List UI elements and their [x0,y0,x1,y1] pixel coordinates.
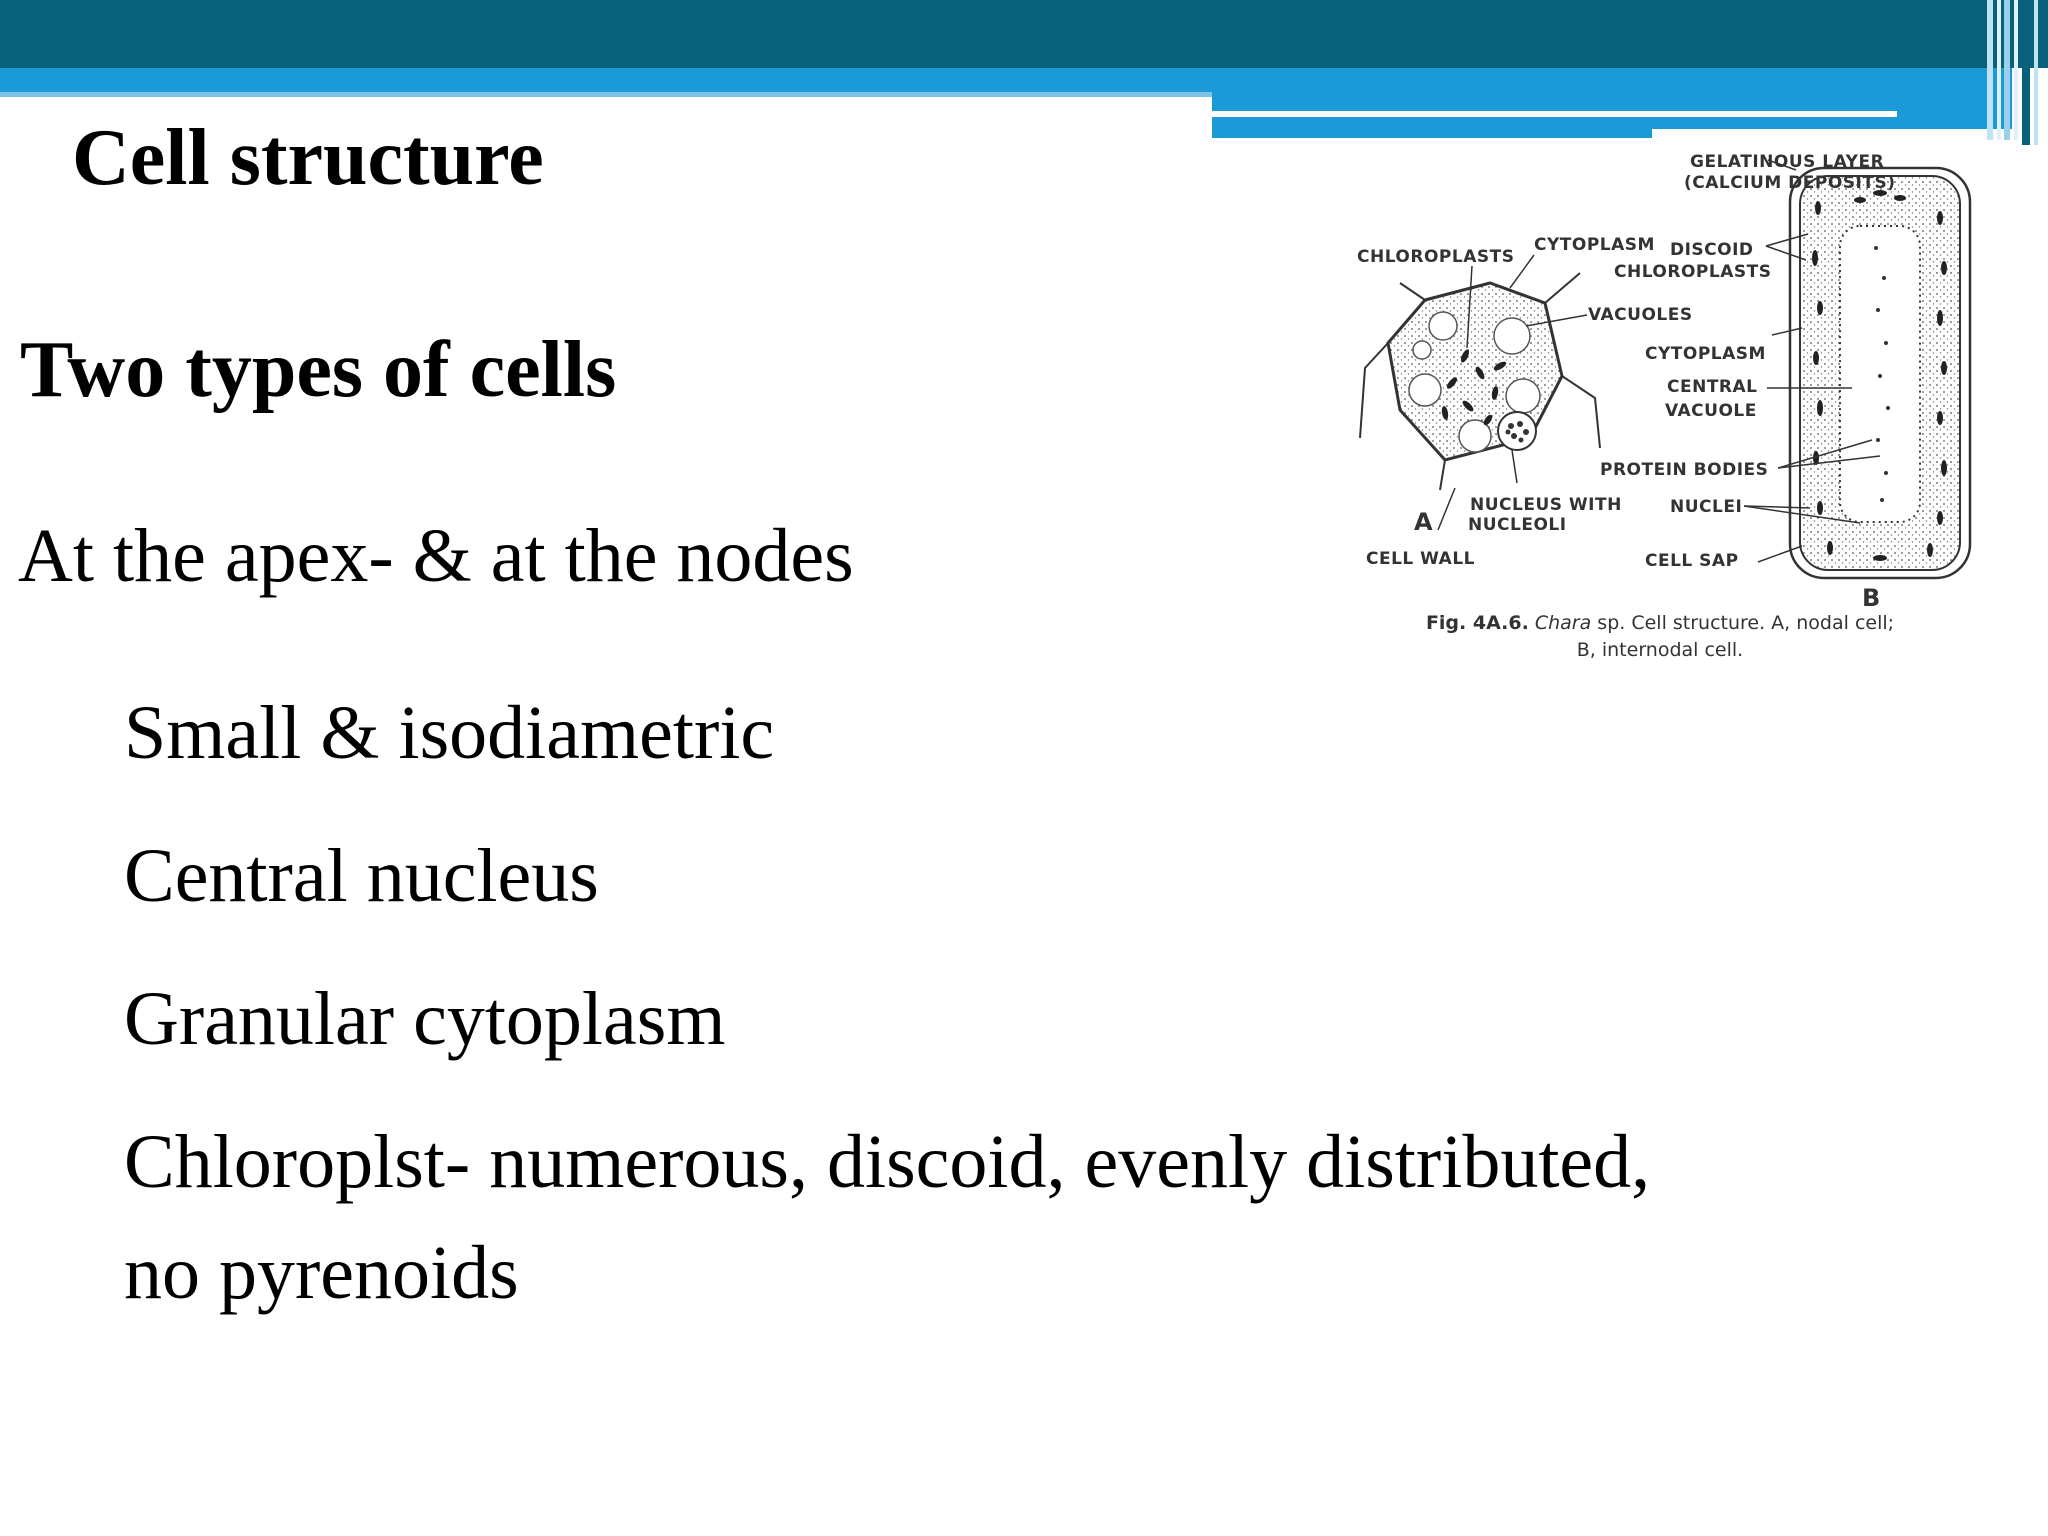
bullet-item: Chloroplst- numerous, discoid, evenly di… [124,1120,1651,1204]
leader-lines [1437,159,1881,563]
internodal-cell-drawing [1788,166,1972,580]
caption-line-2: B, internodal cell. [1576,639,1744,661]
slide-title: Cell structure [72,114,544,202]
bullet-item: Granular cytoplasm [124,977,726,1061]
label-vacuole: VACUOLE [1665,401,1757,421]
caption-species: Chara [1534,612,1592,634]
header-banner [0,0,2048,145]
caption-fig-number: Fig. 4A.6. [1425,612,1529,634]
nodal-cell-drawing [1359,272,1601,491]
label-nuclei: NUCLEI [1670,497,1742,517]
label-chloroplasts: CHLOROPLASTS [1357,247,1514,267]
cell-diagram: GELATINOUS LAYER (CALCIUM DEPOSITS) CHLO… [1357,152,1972,608]
label-nucleoli: NUCLEOLI [1468,515,1567,535]
intro-line: At the apex- & at the nodes [18,514,854,598]
cell-structure-figure: GELATINOUS LAYER (CALCIUM DEPOSITS) CHLO… [1340,138,1980,678]
label-central: CENTRAL [1667,377,1758,397]
label-protein-bodies: PROTEIN BODIES [1600,460,1768,480]
label-b: B [1862,584,1880,608]
label-cytoplasm-a: CYTOPLASM [1534,235,1655,255]
label-nucleus-with: NUCLEUS WITH [1470,495,1622,515]
label-cell-wall: CELL WALL [1366,549,1475,569]
label-discoid: DISCOID [1670,240,1754,260]
figure-caption: Fig. 4A.6. Chara sp. Cell structure. A, … [1340,610,1980,664]
label-discoid-chloroplasts: CHLOROPLASTS [1614,262,1771,282]
slide-subtitle: Two types of cells [20,326,617,414]
bullet-list: Small & isodiametric Central nucleus Gra… [124,662,1650,1234]
bullet-item: Central nucleus [124,834,599,918]
label-cell-sap: CELL SAP [1645,551,1739,571]
bullet-continuation: no pyrenoids [124,1231,519,1315]
label-calcium-deposits: (CALCIUM DEPOSITS) [1684,173,1896,193]
label-vacuoles: VACUOLES [1588,305,1693,325]
caption-text: sp. Cell structure. A, nodal cell; [1591,612,1895,634]
bullet-item: Small & isodiametric [124,691,775,775]
label-cytoplasm-b: CYTOPLASM [1645,344,1766,364]
label-a: A [1414,508,1433,536]
label-gelatinous-layer: GELATINOUS LAYER [1690,152,1884,172]
